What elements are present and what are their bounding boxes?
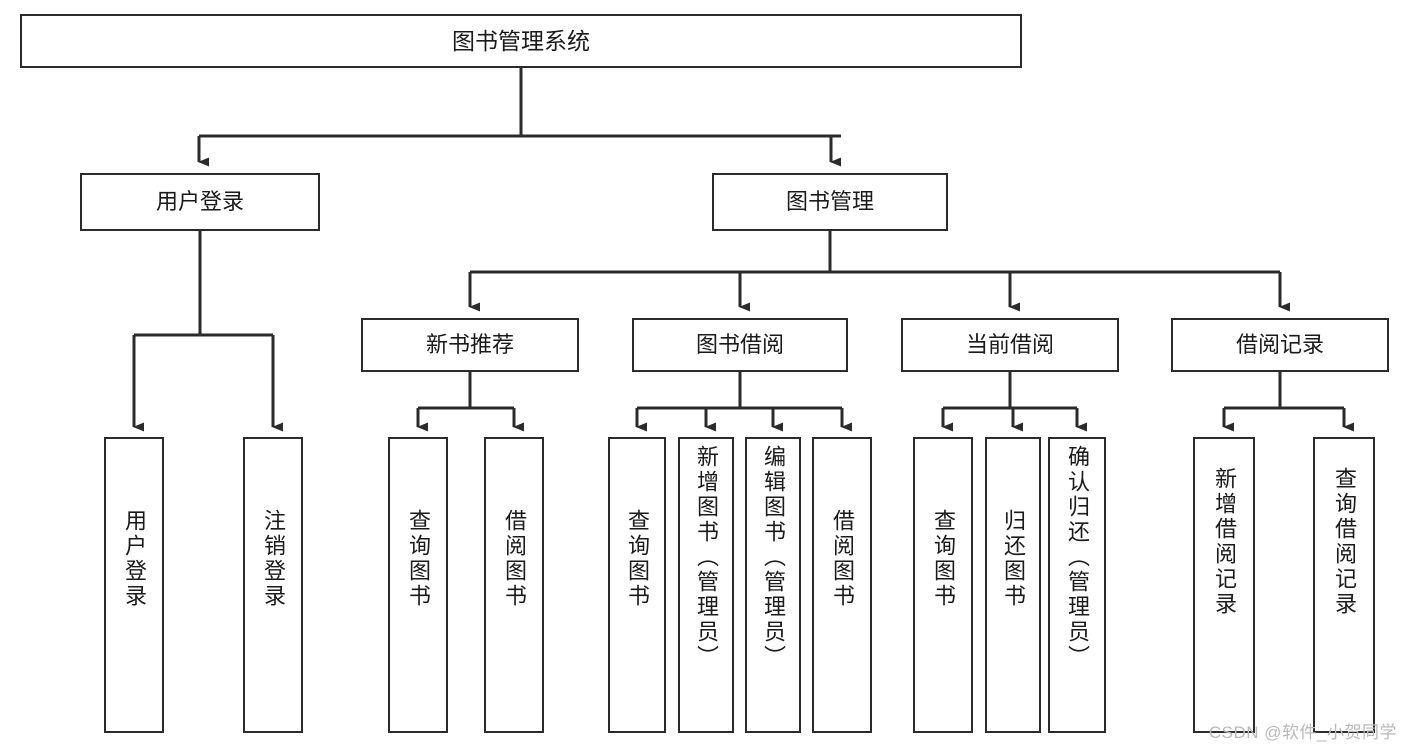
node-leaf-borrow-book-2-label: 借阅图书 [830, 509, 855, 609]
node-leaf-logout[interactable]: 注销登录 [243, 437, 303, 733]
node-leaf-query-book-3[interactable]: 查询图书 [913, 437, 973, 733]
node-leaf-confirm-return[interactable]: 确认归还（管理员） [1048, 437, 1106, 733]
node-leaf-add-record-label: 新增借阅记录 [1212, 467, 1237, 617]
node-leaf-query-book-3-label: 查询图书 [931, 509, 956, 609]
node-leaf-query-book-1[interactable]: 查询图书 [388, 437, 448, 733]
node-book-borrow[interactable]: 图书借阅 [632, 318, 848, 372]
node-leaf-query-book-2[interactable]: 查询图书 [608, 437, 666, 733]
node-borrow-record[interactable]: 借阅记录 [1171, 318, 1389, 372]
node-leaf-confirm-return-label: 确认归还（管理员） [1065, 445, 1090, 670]
node-leaf-add-record[interactable]: 新增借阅记录 [1193, 437, 1255, 733]
node-book-manage-label: 图书管理 [785, 189, 874, 215]
node-leaf-logout-label: 注销登录 [261, 509, 286, 609]
node-leaf-add-book-label: 新增图书（管理员） [694, 445, 719, 670]
node-leaf-query-record-label: 查询借阅记录 [1332, 467, 1357, 617]
node-current-borrow[interactable]: 当前借阅 [901, 318, 1119, 372]
node-leaf-query-book-1-label: 查询图书 [406, 509, 431, 609]
node-book-borrow-label: 图书借阅 [695, 332, 784, 358]
node-leaf-borrow-book-1-label: 借阅图书 [502, 509, 527, 609]
node-leaf-user-login-label: 用户登录 [122, 509, 147, 609]
node-leaf-user-login[interactable]: 用户登录 [104, 437, 164, 733]
node-leaf-return-book[interactable]: 归还图书 [985, 437, 1041, 733]
node-user-login[interactable]: 用户登录 [80, 173, 320, 231]
node-leaf-query-book-2-label: 查询图书 [625, 509, 650, 609]
node-leaf-borrow-book-2[interactable]: 借阅图书 [812, 437, 872, 733]
node-leaf-return-book-label: 归还图书 [1001, 509, 1026, 609]
node-new-book-rec-label: 新书推荐 [425, 332, 514, 358]
node-leaf-borrow-book-1[interactable]: 借阅图书 [484, 437, 544, 733]
node-borrow-record-label: 借阅记录 [1235, 332, 1324, 358]
node-user-login-label: 用户登录 [155, 189, 244, 215]
node-new-book-rec[interactable]: 新书推荐 [361, 318, 579, 372]
node-leaf-add-book[interactable]: 新增图书（管理员） [678, 437, 734, 733]
node-leaf-query-record[interactable]: 查询借阅记录 [1313, 437, 1375, 733]
node-book-manage[interactable]: 图书管理 [712, 173, 948, 231]
watermark-text: CSDN @软件_小贺同学 [1208, 723, 1397, 742]
node-leaf-edit-book[interactable]: 编辑图书（管理员） [745, 437, 801, 733]
node-root-label: 图书管理系统 [452, 27, 590, 54]
node-root[interactable]: 图书管理系统 [20, 14, 1022, 68]
node-leaf-edit-book-label: 编辑图书（管理员） [761, 445, 786, 670]
node-current-borrow-label: 当前借阅 [965, 332, 1054, 358]
